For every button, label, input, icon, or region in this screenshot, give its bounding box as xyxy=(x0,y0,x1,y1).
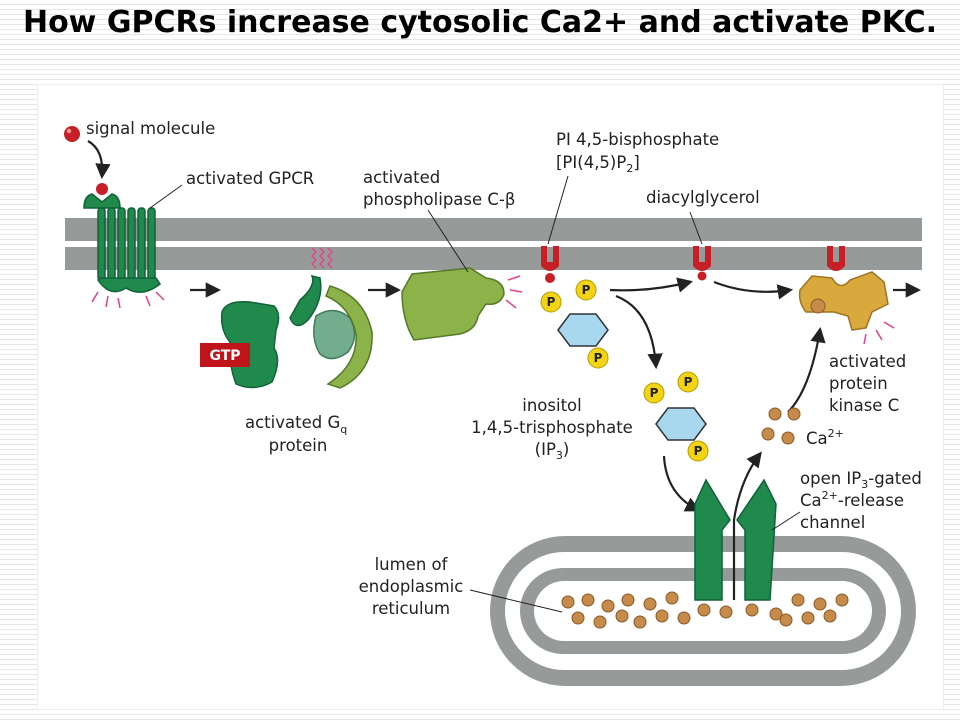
plasma-membrane xyxy=(65,218,922,270)
activation-rays-icon xyxy=(91,291,165,309)
pip2-label-leader xyxy=(547,175,569,245)
signal-molecule-label: signal molecule xyxy=(86,119,215,138)
signal-molecule-icon xyxy=(64,126,80,142)
gtp-label: GTP xyxy=(209,348,240,364)
ip3-label-line1: inositol xyxy=(522,396,581,415)
dag-to-pkc-arrow xyxy=(713,280,794,300)
plc-activation-rays-icon xyxy=(505,275,523,309)
signal-to-receptor-arrow xyxy=(87,140,111,180)
bound-signal-icon xyxy=(96,183,108,195)
er-label-line2: endoplasmic xyxy=(359,577,464,596)
ip3-to-channel-arrow xyxy=(662,455,701,512)
plc-label-line2: phospholipase C-β xyxy=(363,190,515,209)
gq-label-line2: protein xyxy=(269,436,328,455)
phosphate-group: P xyxy=(587,347,609,369)
ip3-label-line2: 1,4,5-trisphosphate xyxy=(471,418,633,437)
svg-text:P: P xyxy=(594,351,603,365)
phosphate-group: P xyxy=(643,382,665,404)
pkc-label-line3: kinase C xyxy=(829,396,899,415)
page-title: How GPCRs increase cytosolic Ca2+ and ac… xyxy=(22,5,938,40)
er-label-line1: lumen of xyxy=(375,555,449,574)
gpcr-label-leader xyxy=(149,184,183,209)
gq-label-line1: activated Gq xyxy=(245,413,347,436)
er-label-line3: reticulum xyxy=(372,599,450,618)
pkc-label-line1: activated xyxy=(829,352,906,371)
pkc-activation-rays-icon xyxy=(863,321,895,345)
pkc-dag-icon xyxy=(827,246,845,271)
pip2-to-ip3-arrow xyxy=(615,294,663,370)
plc-label-leader xyxy=(427,209,469,273)
ca-release-channel-icon xyxy=(694,478,777,601)
channel-label-line2: Ca2+-release xyxy=(800,489,904,510)
svg-text:P: P xyxy=(694,444,703,458)
plc-label-line1: activated xyxy=(363,168,440,187)
pkc-enzyme-icon xyxy=(798,271,889,331)
channel-label-line3: channel xyxy=(800,513,865,532)
channel-label-line1: open IP3-gated xyxy=(800,469,922,491)
gtp-badge: GTP xyxy=(200,343,250,367)
ca-to-pkc-arrow xyxy=(787,326,826,413)
cytosolic-ca-ions xyxy=(761,407,801,445)
svg-text:P: P xyxy=(650,386,659,400)
plc-enzyme-icon xyxy=(401,267,505,341)
svg-text:P: P xyxy=(684,375,693,389)
lipid-anchor-icon xyxy=(311,247,333,269)
ip3-inositol-ring xyxy=(655,407,707,441)
ip3-label-line3: (IP3) xyxy=(535,440,570,462)
pip2-to-dag-arrow xyxy=(609,277,693,293)
er-label-leader xyxy=(469,589,563,613)
ca-release-arrow xyxy=(732,451,762,600)
dag-label: diacylglycerol xyxy=(646,188,760,207)
pip2-lipid-icon xyxy=(541,246,559,283)
phosphate-group: P xyxy=(540,291,562,313)
phosphate-group: P xyxy=(677,371,699,393)
dag-label-leader xyxy=(689,211,703,245)
ca-ion-label: Ca2+ xyxy=(806,427,844,448)
gpcr-receptor-icon xyxy=(83,193,162,293)
pip2-label-line2: [PI(4,5)P2] xyxy=(556,153,640,175)
lumen-ca-ions xyxy=(561,591,849,629)
svg-text:P: P xyxy=(547,295,556,309)
pkc-label-line2: protein xyxy=(829,374,888,393)
dag-lipid-icon xyxy=(693,246,711,281)
svg-text:P: P xyxy=(582,283,591,297)
pip2-inositol-ring xyxy=(557,313,609,347)
activated-gpcr-label: activated GPCR xyxy=(186,169,314,188)
phosphate-group: P xyxy=(575,279,597,301)
channel-label-leader xyxy=(771,511,801,531)
pip2-label-line1: PI 4,5-bisphosphate xyxy=(556,130,719,149)
gq-protein-icon xyxy=(220,274,373,389)
phosphate-group: P xyxy=(687,440,709,462)
